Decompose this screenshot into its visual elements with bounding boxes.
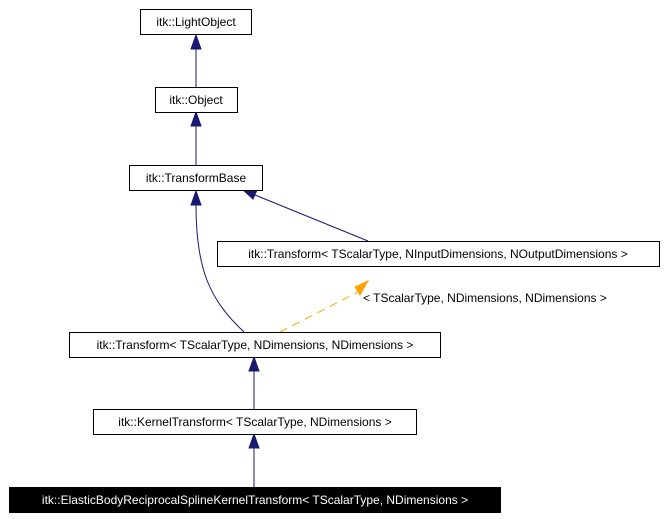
node-label-kerneltransform: itk::KernelTransform< TScalarType, NDime… [118,415,391,429]
edge-transform-generic-to-transformbase [254,194,369,242]
node-label-transform-generic: itk::Transform< TScalarType, NInputDimen… [248,247,627,261]
edge-transform-nd-to-transformbase [195,204,245,333]
edges [190,33,370,487]
node-lightobject[interactable]: itk::LightObject [140,9,252,35]
node-object[interactable]: itk::Object [155,87,238,113]
node-transformbase[interactable]: itk::TransformBase [129,165,263,191]
node-label-object: itk::Object [169,93,223,107]
node-label-elasticbody: itk::ElasticBodyReciprocalSplineKernelTr… [42,493,468,507]
node-label-lightobject: itk::LightObject [156,15,236,29]
node-label-transform-nd: itk::Transform< TScalarType, NDimensions… [97,338,414,352]
arrowhead-kernel [248,432,260,449]
node-elasticbody-current[interactable]: itk::ElasticBodyReciprocalSplineKernelTr… [9,487,501,513]
arrowhead-template [354,279,370,296]
arrowhead-transformbase-left [190,189,202,206]
node-label-transformbase: itk::TransformBase [146,171,247,185]
template-instantiation-label: < TScalarType, NDimensions, NDimensions … [363,291,607,305]
arrowhead-lightobject [190,33,202,50]
node-transform-nd[interactable]: itk::Transform< TScalarType, NDimensions… [69,332,441,358]
edge-template-instantiation [279,291,359,333]
arrowhead-transform-nd [248,355,260,372]
node-kerneltransform[interactable]: itk::KernelTransform< TScalarType, NDime… [93,409,417,435]
node-transform-generic[interactable]: itk::Transform< TScalarType, NInputDimen… [217,241,660,267]
arrowhead-object [190,110,202,127]
